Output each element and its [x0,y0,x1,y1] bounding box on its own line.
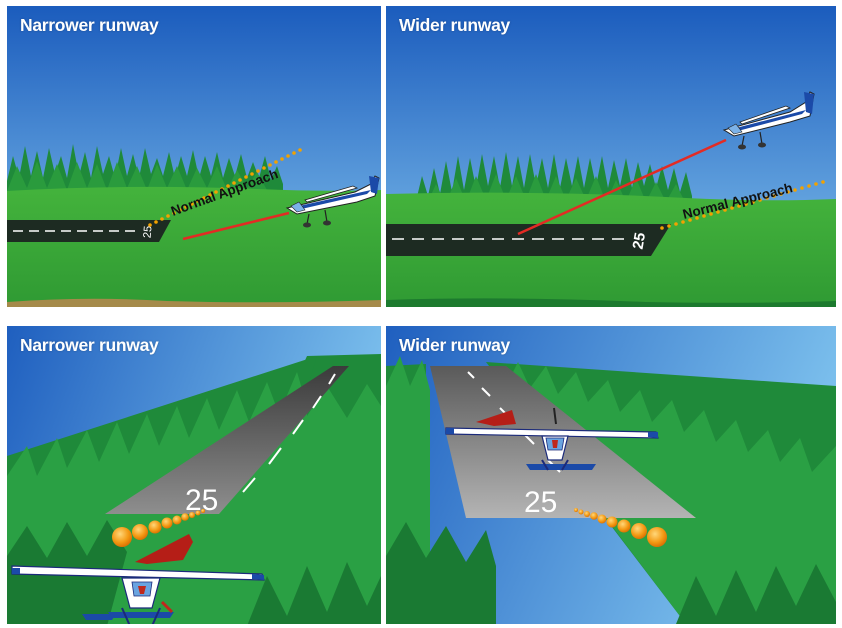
panel-narrow-side: 25 Normal Approach Narrower runway [7,6,381,307]
approach-red-line [135,534,193,564]
panel-title: Wider runway [399,335,510,355]
ground-strip [386,298,836,307]
panel-title: Narrower runway [20,15,159,35]
runway [7,220,171,242]
runway-number: 25 [630,231,650,250]
airplane-icon [285,175,380,228]
ground-strip [7,298,381,307]
approach-red-line [517,138,727,236]
panel-title: Narrower runway [20,335,159,355]
panel-wide-side: 25 Normal Approach Wider runway [386,6,836,307]
approach-dots [574,508,667,547]
panel-title: Wider runway [399,15,510,35]
panel-narrow-pilot: 25 Narrower runway [7,326,381,624]
approach-red-line [182,211,290,241]
runway-number: 25 [524,486,557,519]
airplane-icon [722,91,815,150]
runway-centerline [242,373,336,493]
approach-dots [112,509,205,547]
panel-wide-pilot: 25 Wider runway [386,326,836,624]
grass [7,186,381,307]
runway-number: 25 [141,225,154,238]
approach-dots [148,148,302,227]
airplane-icon [11,565,265,624]
approach-red-line [476,410,516,426]
runway [386,224,671,256]
approach-dots [660,180,825,230]
tree-texture [386,356,836,624]
airplane-icon [445,407,659,471]
runway [105,366,349,514]
